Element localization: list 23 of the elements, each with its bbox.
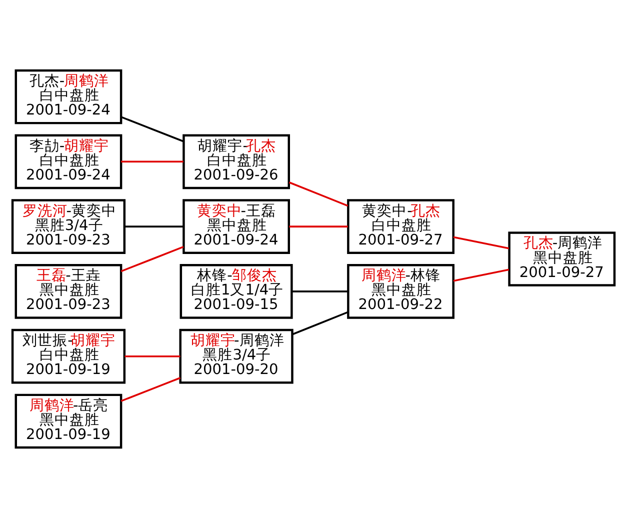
node-box: 林锋-邹俊杰 白胜1又1/4子 2001-09-15 xyxy=(180,264,293,318)
connector xyxy=(120,376,181,402)
node-box: 孔杰-周鹤洋 黑中盘胜 2001-09-27 xyxy=(508,231,616,286)
connector xyxy=(120,116,184,142)
connector xyxy=(289,225,348,227)
node-box: 周鹤洋-岳亮 黑中盘胜 2001-09-19 xyxy=(14,393,122,448)
connector xyxy=(453,236,510,249)
connector xyxy=(288,181,348,206)
node-box: 孔杰-周鹤洋 白中盘胜 2001-09-24 xyxy=(14,68,122,124)
node-box: 周鹤洋-林锋 黑中盘胜 2001-09-22 xyxy=(347,264,454,318)
connector xyxy=(124,225,184,227)
node-box: 罗洗河-黄奕中 黑胜3/4子 2001-09-23 xyxy=(11,198,126,254)
connector xyxy=(453,268,510,282)
node-box: 刘世振-胡耀宇 白中盘胜 2001-09-19 xyxy=(11,328,126,384)
node-box: 胡耀宇-周鹤洋 黑胜3/4子 2001-09-20 xyxy=(179,328,294,384)
node-box: 李劼-胡耀宇 白中盘胜 2001-09-24 xyxy=(14,134,122,189)
connector xyxy=(292,290,348,292)
connector xyxy=(120,246,184,272)
connector xyxy=(124,354,180,357)
connector xyxy=(292,310,348,335)
node-box: 王磊-王垚 黑中盘胜 2001-09-23 xyxy=(14,264,122,318)
node-box: 黄奕中-王磊 黑中盘胜 2001-09-24 xyxy=(182,198,290,254)
connector xyxy=(121,160,184,162)
